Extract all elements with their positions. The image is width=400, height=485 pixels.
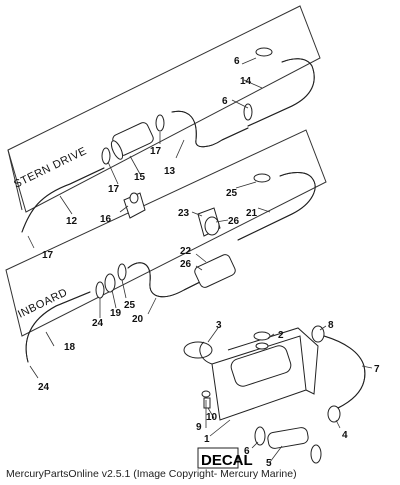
pipe-14 bbox=[247, 58, 315, 127]
stern-drive-title: STERN DRIVE bbox=[12, 145, 89, 191]
stern-drive-clamp-6b bbox=[243, 103, 253, 121]
callout-18: 18 bbox=[64, 342, 76, 353]
callout-3: 3 bbox=[216, 320, 222, 331]
copyright-footer: MercuryPartsOnline v2.5.1 (Image Copyrig… bbox=[6, 468, 297, 480]
stern-drive-clamp-17b bbox=[155, 114, 165, 132]
callout-19: 19 bbox=[110, 308, 122, 319]
callout-1: 1 bbox=[204, 434, 210, 445]
callout-6: 6 bbox=[244, 446, 250, 457]
callout-6: 6 bbox=[222, 96, 228, 107]
stern-drive-clamp-6a bbox=[255, 47, 273, 57]
callout-7: 7 bbox=[374, 364, 380, 375]
stern-drive-clamp-17a bbox=[101, 147, 111, 165]
cooler-assembly-1 bbox=[199, 327, 319, 421]
callout-17: 17 bbox=[108, 184, 120, 195]
callout-22: 22 bbox=[180, 246, 192, 257]
inboard-clamp-25 bbox=[253, 173, 271, 183]
callout-6: 6 bbox=[234, 56, 240, 67]
inboard-clamps-24-19-25 bbox=[95, 263, 127, 299]
clamp-4 bbox=[327, 405, 341, 423]
callout-15: 15 bbox=[134, 172, 146, 183]
clamp-6-lower bbox=[254, 426, 266, 446]
callout-16: 16 bbox=[100, 214, 112, 225]
callout-23: 23 bbox=[178, 208, 190, 219]
inboard-hose-18 bbox=[25, 291, 91, 363]
clamp-8 bbox=[311, 325, 325, 343]
callout-17: 17 bbox=[150, 146, 162, 157]
clamp-3 bbox=[183, 341, 213, 359]
callout-26: 26 bbox=[180, 259, 192, 270]
decal-label: DECAL bbox=[201, 452, 253, 469]
callout-24: 24 bbox=[92, 318, 104, 329]
stern-drive-panel bbox=[7, 5, 321, 213]
callout-14: 14 bbox=[240, 76, 252, 87]
callout-2: 2 bbox=[278, 330, 284, 341]
callout-9: 9 bbox=[196, 422, 202, 433]
pipe-21 bbox=[237, 172, 316, 241]
inboard-panel bbox=[5, 129, 327, 337]
washer-9 bbox=[201, 390, 211, 398]
callout-21: 21 bbox=[246, 208, 258, 219]
muffler-15 bbox=[110, 122, 154, 160]
callout-4: 4 bbox=[342, 430, 348, 441]
callout-20: 20 bbox=[132, 314, 144, 325]
callout-8: 8 bbox=[328, 320, 334, 331]
hose-7 bbox=[323, 335, 366, 409]
callout-25: 25 bbox=[226, 188, 238, 199]
screw-10 bbox=[203, 397, 211, 409]
callout-5: 5 bbox=[266, 458, 272, 469]
callout-17: 17 bbox=[42, 250, 54, 261]
stern-drive-hose-12 bbox=[21, 167, 105, 233]
hose-13 bbox=[171, 110, 249, 148]
bracket-23 bbox=[197, 207, 221, 237]
decal-part: DECAL bbox=[197, 447, 253, 469]
callouts: 6 14 6 17 15 13 17 16 12 17 25 21 23 26 … bbox=[38, 56, 380, 469]
muffler-22 bbox=[194, 254, 236, 288]
hose-20 bbox=[127, 262, 201, 298]
leader-lines bbox=[27, 57, 373, 463]
bracket-16 bbox=[123, 192, 146, 219]
stern-drive-panel-lower bbox=[7, 149, 23, 211]
hose-5 bbox=[267, 427, 309, 449]
cap-2 bbox=[253, 331, 271, 350]
callout-12: 12 bbox=[66, 216, 78, 227]
clamp-4-lower bbox=[310, 444, 322, 464]
callout-24: 24 bbox=[38, 382, 50, 393]
callout-26: 26 bbox=[228, 216, 240, 227]
callout-13: 13 bbox=[164, 166, 176, 177]
callout-10: 10 bbox=[206, 412, 218, 423]
callout-25: 25 bbox=[124, 300, 136, 311]
